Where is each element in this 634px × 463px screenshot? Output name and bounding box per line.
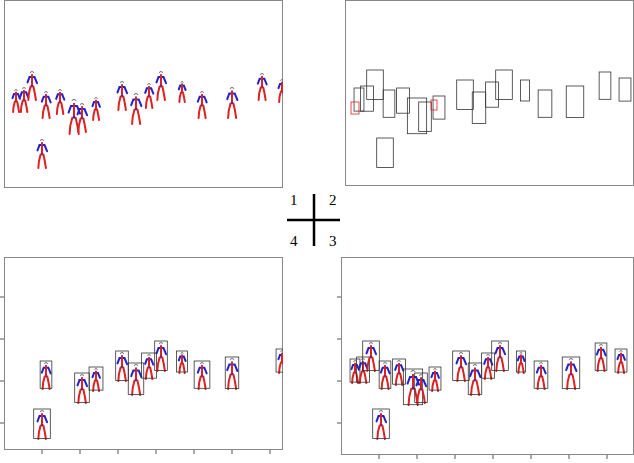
- quadrant-number: 4: [290, 234, 298, 249]
- quadrant-number: 2: [329, 193, 337, 208]
- result-panel: [5, 1, 286, 188]
- result-panel: [346, 1, 634, 186]
- result-panel: [0, 258, 288, 455]
- quadrant-number: 3: [329, 234, 337, 249]
- result-panel: [337, 258, 634, 460]
- quadrant-number: 1: [290, 193, 298, 208]
